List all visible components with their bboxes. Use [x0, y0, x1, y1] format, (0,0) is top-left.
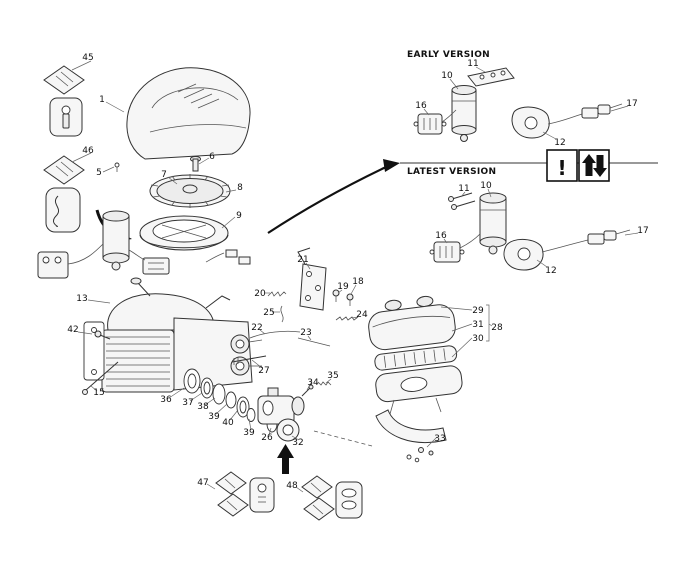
- rectifier-latest: [429, 233, 481, 263]
- callout-15: 15: [93, 388, 104, 398]
- callout-24: 24: [356, 310, 368, 320]
- choke-rod-23: [297, 337, 331, 347]
- callout-33: 33: [434, 434, 445, 444]
- callout-23: 23: [300, 328, 311, 338]
- relay-module-left: [128, 249, 170, 275]
- callout-34: 34: [307, 378, 319, 388]
- callout-11-early: 11: [467, 59, 478, 69]
- callout-8: 8: [237, 183, 243, 193]
- connector-latest: [587, 229, 631, 245]
- engine-cover: [114, 67, 251, 172]
- service-kit-48: [301, 475, 363, 521]
- spring-35: [317, 381, 332, 386]
- drain-rod-15: [82, 361, 119, 395]
- throttle-rod-22: [249, 330, 301, 339]
- exclamation-glyph: !: [557, 156, 566, 180]
- callout-12-latest: 12: [545, 266, 556, 276]
- callout-25: 25: [263, 308, 274, 318]
- detail-arrow-icon: [277, 444, 294, 474]
- callout-11-latest: 11: [458, 184, 469, 194]
- callout-6: 6: [209, 152, 215, 162]
- callout-37: 37: [182, 398, 193, 408]
- callout-28: 28: [491, 323, 503, 333]
- callout-40: 40: [222, 418, 234, 428]
- service-kit-47: [215, 471, 275, 517]
- callout-29: 29: [472, 306, 484, 316]
- callout-18: 18: [352, 277, 364, 287]
- circuit-board: [467, 67, 515, 87]
- callout-48: 48: [286, 481, 298, 491]
- callout-39-a: 39: [208, 412, 220, 422]
- callout-16-early: 16: [415, 101, 427, 111]
- leader-lines: [71, 60, 639, 493]
- return-spring-24: [335, 316, 359, 321]
- link-wire-25: [280, 305, 284, 323]
- connector-early: [581, 103, 623, 119]
- starter-motor-early: [451, 85, 477, 142]
- service-kit-46: [43, 155, 85, 233]
- ignition-coil-left: [37, 243, 104, 279]
- callout-42: 42: [67, 325, 78, 335]
- callout-17-early: 17: [626, 99, 637, 109]
- callout-27: 27: [258, 366, 269, 376]
- starter-motor-latest: [479, 192, 507, 255]
- flywheel-fan: [149, 156, 231, 208]
- mount-bolt-42: [94, 330, 111, 340]
- reference-arrow: [267, 159, 400, 234]
- callout-9: 9: [236, 211, 242, 221]
- callout-1: 1: [99, 95, 105, 105]
- callout-47: 47: [197, 478, 208, 488]
- rectifier-early: [413, 109, 457, 135]
- callout-38: 38: [197, 402, 209, 412]
- callout-21: 21: [297, 255, 308, 265]
- callout-36: 36: [160, 395, 172, 405]
- early-version-title: EARLY VERSION: [407, 50, 490, 60]
- bracket-screws: [332, 289, 354, 306]
- exclamation-icon: [546, 149, 578, 182]
- air-filter: [368, 295, 463, 403]
- callout-26: 26: [261, 433, 273, 443]
- control-bracket: [249, 247, 359, 347]
- air-filter-cover: [368, 304, 456, 351]
- callout-7: 7: [161, 170, 167, 180]
- callout-45: 45: [82, 53, 93, 63]
- callout-35: 35: [327, 371, 338, 381]
- engine-block: [82, 277, 263, 395]
- callout-20: 20: [254, 289, 266, 299]
- ignition-coil-early: [511, 106, 583, 139]
- latest-version-section: LATEST VERSION: [407, 167, 631, 271]
- wiring-connector-small: [205, 249, 251, 265]
- callout-46: 46: [82, 146, 94, 156]
- latest-version-title: LATEST VERSION: [407, 167, 496, 177]
- callout-22: 22: [251, 323, 262, 333]
- callout-5: 5: [96, 168, 102, 178]
- governor-spring: [267, 291, 287, 297]
- service-kit-45: [43, 65, 85, 137]
- callout-labels: 45 1 46 5 6 7 8 9 10 11 16 12 17 11 10 1…: [67, 53, 648, 491]
- callout-13: 13: [76, 294, 87, 304]
- stud-27: [231, 355, 267, 365]
- callout-19: 19: [337, 282, 349, 292]
- bolts-latest: [448, 192, 476, 210]
- warning-icons: !: [546, 149, 610, 182]
- callout-16-latest: 16: [435, 231, 447, 241]
- callout-10-latest: 10: [480, 181, 492, 191]
- callout-10-early: 10: [441, 71, 453, 81]
- carburetor-assembly: [183, 355, 332, 442]
- callout-30: 30: [472, 334, 484, 344]
- heat-shield: [313, 397, 447, 463]
- callout-39-b: 39: [243, 428, 255, 438]
- callout-12-early: 12: [554, 138, 565, 148]
- ignition-coil-latest: [503, 239, 589, 271]
- debris-screen: [139, 215, 229, 251]
- callout-17-latest: 17: [637, 226, 648, 236]
- early-version-section: EARLY VERSION: [407, 50, 623, 142]
- callout-31: 31: [472, 320, 483, 330]
- arrows-icon: [578, 149, 610, 182]
- callout-32: 32: [292, 438, 303, 448]
- starter-motor-left: [102, 210, 130, 271]
